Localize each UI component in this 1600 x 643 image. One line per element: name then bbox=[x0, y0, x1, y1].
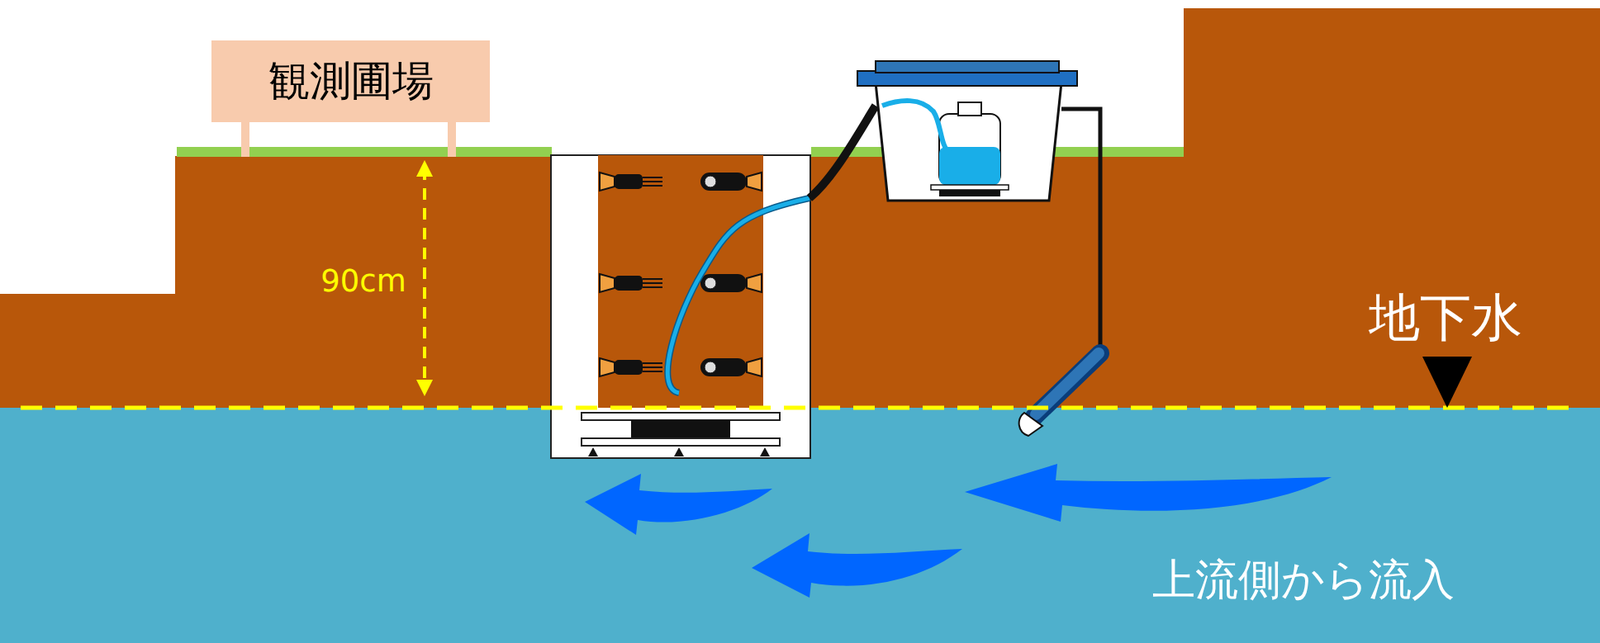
plate bbox=[581, 413, 780, 421]
dimension-label: 90cm bbox=[320, 263, 406, 300]
probe-tip bbox=[1019, 413, 1043, 437]
soil-field bbox=[175, 156, 554, 409]
scale bbox=[939, 189, 1001, 197]
bottle-cap bbox=[958, 102, 982, 116]
tank bbox=[875, 82, 1062, 201]
probe bbox=[1035, 353, 1099, 415]
sign-text: 観測圃場 bbox=[268, 53, 434, 110]
scale bbox=[930, 185, 1009, 190]
groundwater-label: 地下水 bbox=[1368, 283, 1523, 353]
dimension-arrow bbox=[422, 168, 427, 389]
sensors bbox=[599, 172, 762, 377]
tube bbox=[882, 100, 950, 153]
soil-right bbox=[809, 156, 1186, 409]
load-cell bbox=[631, 420, 731, 439]
grass bbox=[176, 147, 552, 157]
feet bbox=[588, 447, 770, 457]
tube bbox=[667, 198, 810, 394]
cable bbox=[1061, 109, 1101, 347]
hose bbox=[809, 105, 876, 199]
soil-low bbox=[0, 294, 177, 409]
soil-high bbox=[1183, 8, 1600, 409]
inflow-label: 上流側から流入 bbox=[1152, 551, 1455, 610]
soil-column bbox=[598, 155, 764, 409]
tube bbox=[667, 198, 810, 394]
plate bbox=[581, 438, 780, 447]
tank-lid bbox=[875, 61, 1059, 73]
lysimeter-box bbox=[550, 155, 811, 459]
water-level-symbol bbox=[1422, 356, 1472, 409]
water-table bbox=[20, 406, 1574, 411]
field-signboard: 観測圃場 bbox=[211, 40, 490, 123]
